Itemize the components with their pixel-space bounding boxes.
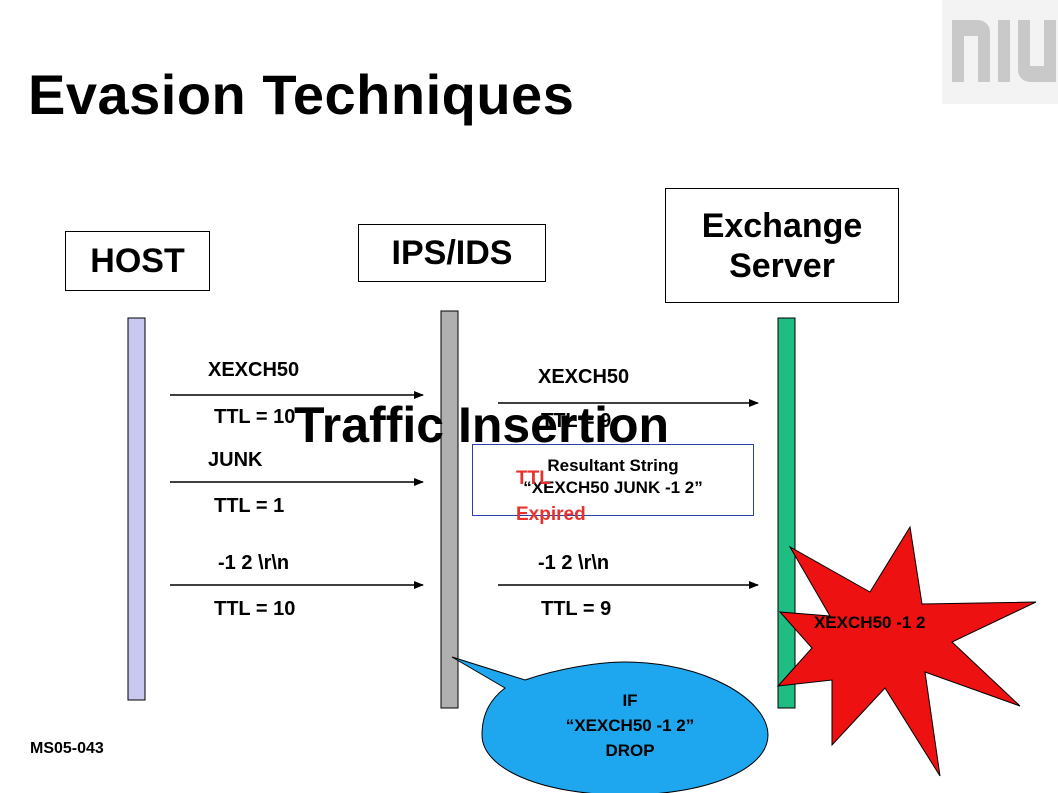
ips-label: IPS/IDS	[391, 233, 513, 272]
drop-bubble	[451, 656, 769, 793]
exchange-label-line2: Server	[729, 246, 835, 285]
resultant-line1: Resultant String	[547, 456, 679, 475]
nlu-logo	[942, 0, 1058, 104]
bubble-line2: “XEXCH50 -1 2”	[565, 716, 695, 735]
msg3-ttl: TTL = 10	[214, 598, 296, 620]
msg1-fwd-name: XEXCH50	[538, 366, 630, 388]
msg2-name: JUNK	[208, 449, 263, 471]
exchange-lifeline	[777, 317, 796, 709]
ttl-expired-line1: TTL	[516, 468, 551, 489]
msg1-name: XEXCH50	[208, 359, 300, 381]
msg3-name: -1 2 \r\n	[218, 552, 290, 574]
msg1-fwd-ttl: TTL = 9	[541, 410, 612, 432]
exchange-box: Exchange Server	[665, 188, 899, 303]
msg1-ttl: TTL = 10	[214, 406, 296, 428]
traffic-insertion-title: Traffic Insertion	[294, 397, 670, 453]
resultant-string-box: Resultant String “XEXCH50 JUNK -1 2”	[472, 444, 754, 516]
msg3-fwd-ttl: TTL = 9	[541, 598, 612, 620]
bubble-line3: DROP	[605, 741, 655, 760]
page-title: Evasion Techniques	[28, 63, 575, 126]
resultant-line2: “XEXCH50 JUNK -1 2”	[523, 478, 703, 497]
host-box: HOST	[65, 231, 210, 291]
footer-label: MS05-043	[30, 740, 104, 757]
bubble-line1: IF	[622, 691, 638, 710]
ttl-expired-line2: Expired	[516, 504, 586, 525]
msg2-ttl: TTL = 1	[214, 495, 285, 517]
ips-box: IPS/IDS	[358, 224, 546, 282]
alert-burst	[776, 525, 1037, 777]
msg3-fwd-name: -1 2 \r\n	[538, 552, 610, 574]
ips-lifeline	[440, 310, 459, 709]
exchange-label-line1: Exchange	[701, 206, 863, 245]
burst-text: XEXCH50 -1 2	[814, 613, 926, 632]
host-lifeline	[127, 317, 146, 701]
bubble-text: IF “XEXCH50 -1 2” DROP	[540, 688, 720, 763]
host-label: HOST	[90, 241, 185, 280]
